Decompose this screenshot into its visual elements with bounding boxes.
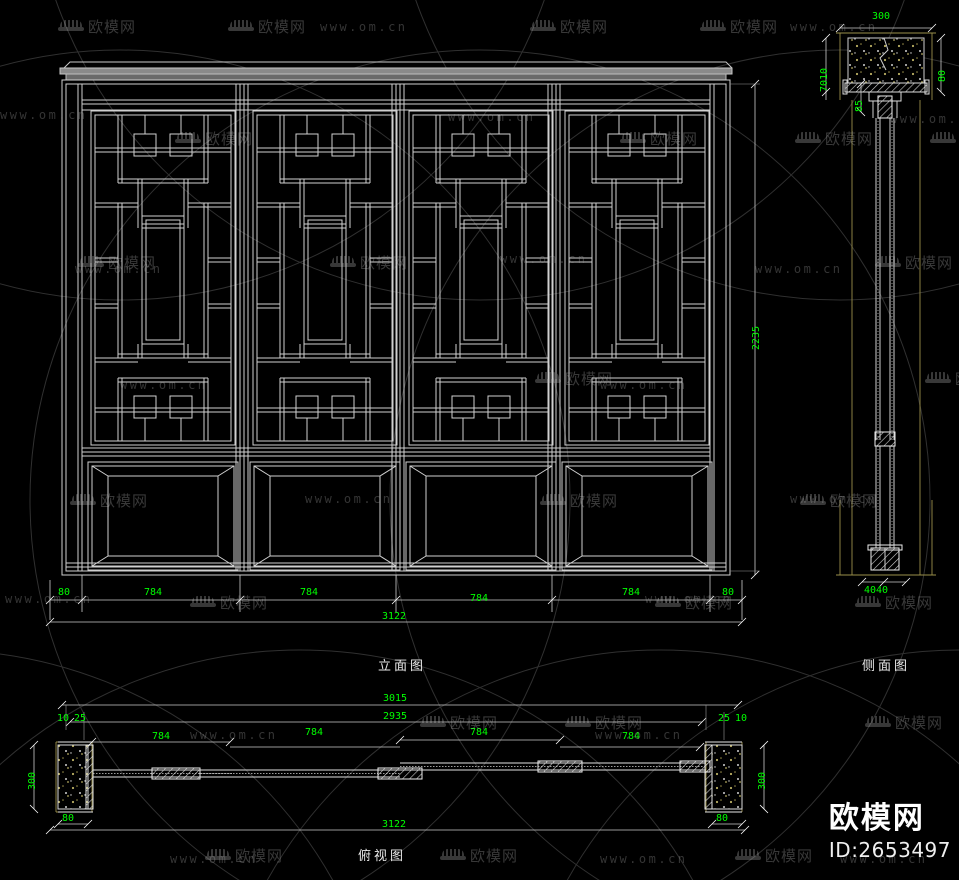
site-id-badge: 欧模网 ID:2653497 (829, 793, 951, 862)
badge-id: ID:2653497 (828, 838, 951, 862)
label-plan-view: 俯视图 (358, 849, 407, 864)
label-side-view: 侧面图 (862, 659, 911, 674)
label-elevation-view: 立面图 (378, 659, 427, 674)
badge-brand: 欧模网 (828, 801, 925, 836)
